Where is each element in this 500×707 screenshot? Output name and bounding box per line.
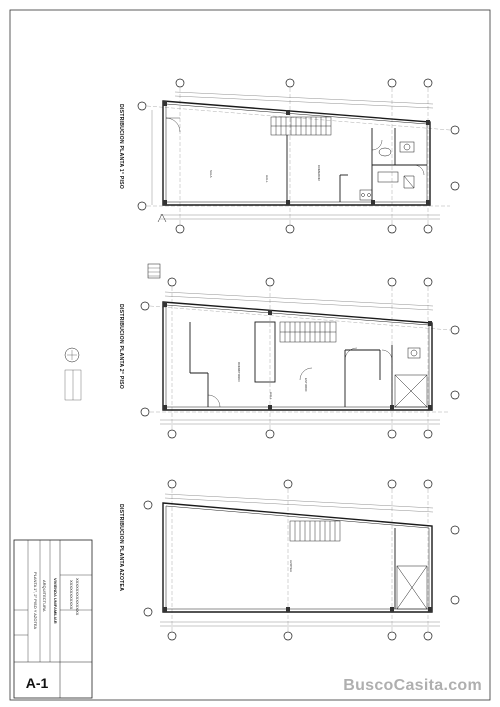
plan-name: PLANTA 1°, 2° PISO Y AZOTEA bbox=[33, 572, 38, 630]
project-name: VIVIENDA UNIFAMILIAR bbox=[53, 578, 58, 624]
svg-text:HALL: HALL bbox=[265, 175, 269, 183]
specialty-name: ARQUITECTURA bbox=[42, 580, 47, 612]
roof-title: DISTRIBUCION PLANTA AZOTEA bbox=[118, 504, 124, 592]
svg-text:HALL: HALL bbox=[269, 392, 273, 400]
sheet-code: A-1 bbox=[25, 675, 49, 691]
title-block-frame bbox=[13, 539, 93, 699]
watermark: BuscoCasita.com bbox=[343, 677, 482, 694]
second-floor-title: DISTRIBUCION PLANTA 2° PISO bbox=[118, 304, 124, 390]
plan-second-floor: DORMITORIO ESTUDIO HALL bbox=[64, 263, 460, 439]
plan-roof: AZOTEA bbox=[143, 479, 460, 641]
owner-value: XXXXXXXXXXXXXX bbox=[75, 578, 80, 616]
plan-first-floor: SALA COMEDOR HALL bbox=[137, 78, 460, 234]
sheet-frame bbox=[9, 9, 491, 701]
first-floor-title: DISTRIBUCION PLANTA 1° PISO bbox=[118, 104, 124, 190]
svg-text:DORMITORIO: DORMITORIO bbox=[237, 362, 241, 382]
svg-text:AZOTEA: AZOTEA bbox=[289, 560, 293, 572]
owner-value-2: XXXXXXXXXXX bbox=[69, 580, 74, 610]
svg-text:COMEDOR: COMEDOR bbox=[317, 165, 321, 182]
svg-text:ESTUDIO: ESTUDIO bbox=[304, 378, 308, 392]
svg-text:SALA: SALA bbox=[209, 170, 213, 178]
